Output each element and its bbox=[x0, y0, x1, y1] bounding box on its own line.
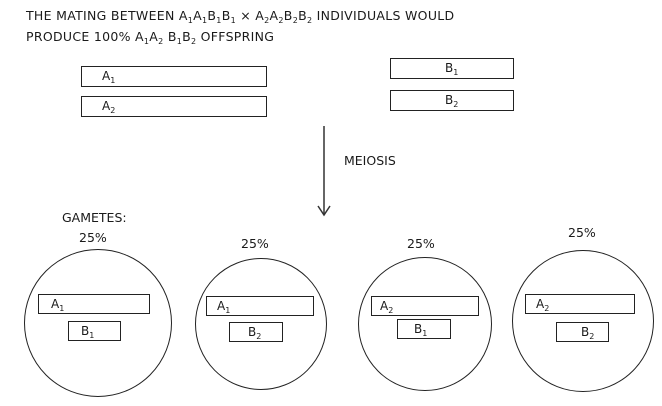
gamete-4-cell bbox=[512, 250, 654, 392]
title-line2-suffix: OFFSPRING bbox=[196, 29, 275, 44]
gamete-3-cell bbox=[358, 257, 492, 391]
gamete-2-cell bbox=[195, 258, 327, 390]
gamete-1-chromosome-a: A1 bbox=[38, 294, 150, 314]
chromosome-label: B1 bbox=[414, 322, 428, 338]
meiosis-label: MEIOSIS bbox=[344, 153, 396, 168]
title-line2-prefix: PRODUCE 100% bbox=[26, 29, 136, 44]
title-prefix: THE MATING BETWEEN bbox=[26, 8, 179, 23]
gamete-4-chromosome-a: A2 bbox=[525, 294, 635, 314]
chromosome-label: A2 bbox=[536, 297, 550, 313]
gamete-4-percent: 25% bbox=[568, 225, 596, 240]
chromosome-label: A1 bbox=[217, 299, 231, 315]
gamete-3-percent: 25% bbox=[407, 236, 435, 251]
gamete-2-percent: 25% bbox=[241, 236, 269, 251]
offspring-b-genotype: B1B2 bbox=[167, 29, 197, 46]
parent-chromosome-a1: A1 bbox=[81, 66, 267, 87]
chromosome-label: B2 bbox=[581, 325, 595, 341]
parent-chromosome-b2: B2 bbox=[390, 90, 514, 111]
title-suffix: INDIVIDUALS WOULD bbox=[312, 8, 455, 23]
offspring-a-genotype: A1A2 bbox=[135, 29, 164, 46]
parent-chromosome-b1: B1 bbox=[390, 58, 514, 79]
gamete-2-chromosome-b: B2 bbox=[229, 322, 283, 342]
gametes-label: GAMETES: bbox=[62, 210, 127, 225]
gamete-1-cell bbox=[24, 249, 172, 397]
chromosome-label: B2 bbox=[248, 325, 262, 341]
parent-2-genotype: A2A2B2B2 bbox=[255, 8, 313, 25]
title-line-1: THE MATING BETWEEN A1A1B1B1 × A2A2B2B2 I… bbox=[26, 8, 454, 25]
chromosome-label: A2 bbox=[102, 99, 116, 115]
chromosome-label: B2 bbox=[445, 93, 459, 109]
gamete-2-chromosome-a: A1 bbox=[206, 296, 314, 316]
chromosome-label: A1 bbox=[102, 69, 116, 85]
gamete-1-chromosome-b: B1 bbox=[68, 321, 121, 341]
title-line-2: PRODUCE 100% A1A2 B1B2 OFFSPRING bbox=[26, 29, 274, 46]
chromosome-label: A2 bbox=[380, 299, 394, 315]
meiosis-arrow-icon bbox=[317, 126, 331, 217]
chromosome-label: A1 bbox=[51, 297, 65, 313]
gamete-3-chromosome-b: B1 bbox=[397, 319, 451, 339]
chromosome-label: B1 bbox=[445, 61, 459, 77]
parent-1-genotype: A1A1B1B1 bbox=[178, 8, 236, 25]
parent-chromosome-a2: A2 bbox=[81, 96, 267, 117]
cross-symbol: × bbox=[235, 8, 256, 23]
chromosome-label: B1 bbox=[81, 324, 95, 340]
gamete-3-chromosome-a: A2 bbox=[371, 296, 479, 316]
gamete-4-chromosome-b: B2 bbox=[556, 322, 609, 342]
gamete-1-percent: 25% bbox=[79, 230, 107, 245]
